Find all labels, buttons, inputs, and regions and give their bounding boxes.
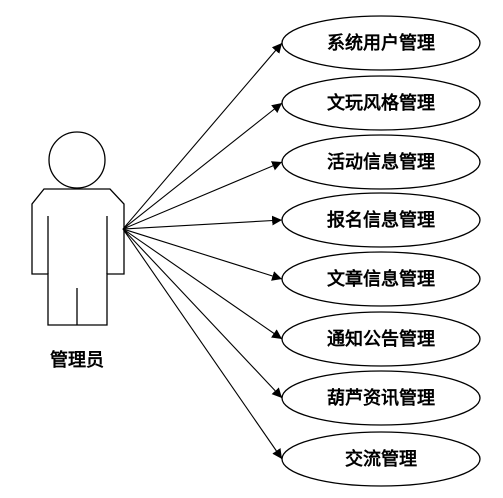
associations [122,42,283,460]
use-case-label: 活动信息管理 [327,151,435,173]
use-case-4: 报名信息管理 [281,192,481,248]
use-case-label: 通知公告管理 [327,328,435,350]
use-case-8: 交流管理 [281,431,481,487]
use-case-5: 文章信息管理 [281,251,481,307]
use-case-3: 活动信息管理 [281,134,481,190]
association-arrow-8 [122,228,283,460]
association-arrow-7 [122,228,283,399]
association-arrow-1 [122,42,283,230]
use-case-label: 文章信息管理 [327,268,435,290]
association-arrow-2 [122,102,283,230]
actor-head [48,131,106,189]
use-cases: 系统用户管理 文玩风格管理 活动信息管理 报名信息管理 文章信息管理 通知公告管… [281,15,481,487]
use-case-6: 通知公告管理 [281,311,481,367]
use-case-7: 葫芦资讯管理 [281,370,481,426]
association-arrow-3 [122,161,283,230]
association-arrow-5 [122,228,283,281]
use-case-label: 葫芦资讯管理 [327,387,435,409]
use-case-2: 文玩风格管理 [281,75,481,131]
use-case-label: 报名信息管理 [327,209,435,231]
use-case-label: 交流管理 [345,448,417,470]
actor-label: 管理员 [50,349,104,371]
use-case-label: 系统用户管理 [327,32,435,54]
use-case-label: 文玩风格管理 [327,92,435,114]
association-arrow-4 [122,215,283,230]
actor: 管理员 [31,131,125,371]
association-arrow-6 [122,228,283,340]
actor-body [31,188,125,326]
use-case-1: 系统用户管理 [281,15,481,71]
